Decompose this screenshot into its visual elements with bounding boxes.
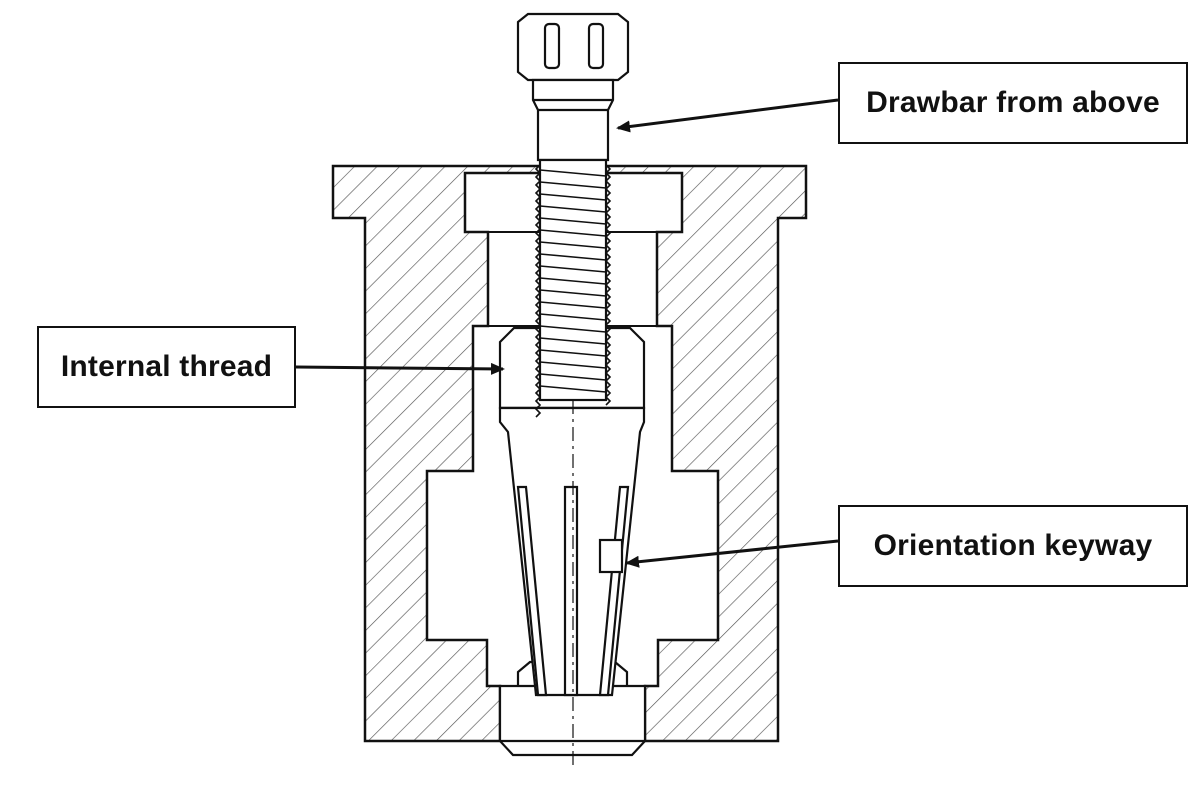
drawbar-leader <box>616 98 839 133</box>
leader-arrows <box>295 98 839 568</box>
internal-thread-label: Internal thread <box>37 326 296 408</box>
thread-leader <box>295 362 505 375</box>
keyway-notch <box>598 538 624 574</box>
collet <box>498 406 646 697</box>
drawbar <box>516 12 630 418</box>
orientation-keyway-label: Orientation keyway <box>838 505 1188 587</box>
drawbar-label: Drawbar from above <box>838 62 1188 144</box>
keyway-leader <box>625 539 839 568</box>
